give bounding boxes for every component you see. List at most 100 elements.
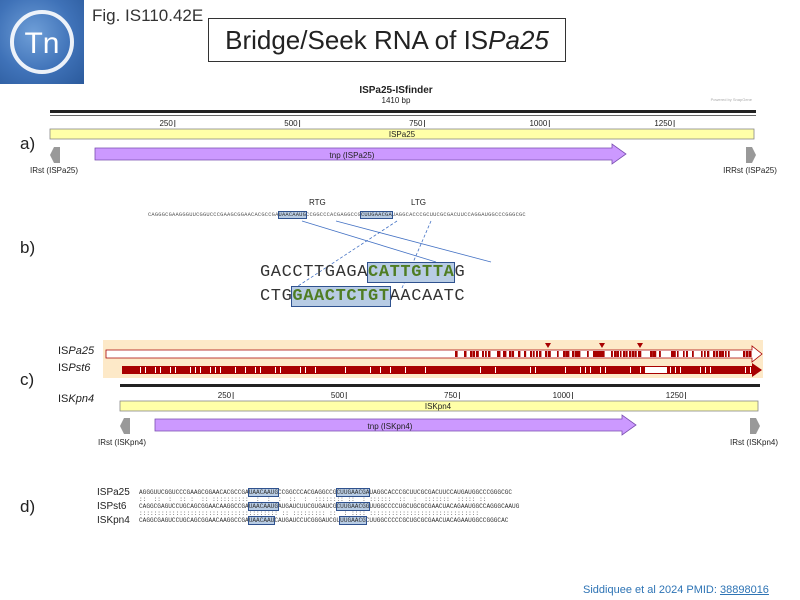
pa25-conservation-block xyxy=(473,351,476,357)
pa25-conservation-block xyxy=(563,351,566,357)
d1-post: UAGGCACCCGCUUCGCGACUUCCAUGAUGGCCCGGGCGC xyxy=(369,489,513,496)
d3-post: CUUGGCCCCCGCUGCGCGAACUACAGAAUGGCCGGGCAC xyxy=(365,517,509,524)
pst6-strand-arrow xyxy=(122,363,762,377)
pa25-conservation-block xyxy=(653,351,657,357)
d-match-line-2: :::::::::::::::::::::::::::::::::::::: :… xyxy=(139,510,480,517)
d-row3-seq: CAGGCGAGUCCUGCAGCGGAACAAGGCCGAUAACAAUCAU… xyxy=(139,516,509,525)
rtg-line-solid-left xyxy=(301,220,437,263)
kpn4-right-ir-label: IRst (ISKpn4) xyxy=(730,438,778,447)
pst6-gap-mark xyxy=(370,367,371,373)
kpn4-left-ir-label: IRst (ISKpn4) xyxy=(98,438,146,447)
pmid-link[interactable]: 38898016 xyxy=(719,584,769,596)
pst6-gap-mark xyxy=(380,367,381,373)
indel-marker-icon xyxy=(637,343,643,348)
panel-c-label: c) xyxy=(20,370,35,389)
kpn4-backbone xyxy=(120,384,760,387)
d3-ltg: UUGAACG xyxy=(339,516,367,525)
pa25-conservation-block xyxy=(566,351,570,357)
tnp-orf-arrow xyxy=(94,143,627,165)
pst6-gap-mark xyxy=(190,367,191,373)
pa25-conservation-block xyxy=(671,351,675,357)
right-ir-label: IRRst (ISPa25) xyxy=(723,166,777,175)
pst6-gap-mark xyxy=(220,367,221,373)
pst6-gap-mark xyxy=(630,367,631,373)
pa25-conservation-block xyxy=(578,351,581,357)
logo-text: Tn xyxy=(24,27,59,60)
pst6-gap-mark xyxy=(160,367,161,373)
pa25-conservation-block xyxy=(596,351,600,357)
panel-d-label: d) xyxy=(20,497,36,516)
top-highlight: CATTGTTA xyxy=(367,262,456,283)
pst6-gap-mark xyxy=(145,367,146,373)
pa25-conservation-block xyxy=(503,351,507,357)
pa25-conservation-block xyxy=(530,351,533,357)
pa25-conservation-block xyxy=(614,351,617,357)
kpn4-plain: IS xyxy=(58,393,69,405)
map-c-tick-label: 750 xyxy=(444,391,458,400)
pst6-gap-mark xyxy=(255,367,256,373)
pst6-gap-mark xyxy=(260,367,261,373)
citation: Siddiquee et al 2024 PMID: 38898016 xyxy=(583,584,769,596)
logo-ring-icon: Tn xyxy=(10,10,74,74)
pa25-conservation-block xyxy=(713,351,716,357)
pst6-gap-mark xyxy=(170,367,171,373)
pst6-gap-mark xyxy=(750,367,751,373)
pst6-gap-mark xyxy=(155,367,156,373)
pa25-conservation-block xyxy=(677,351,679,357)
pst6-gap-mark xyxy=(280,367,281,373)
pa25-conservation-block xyxy=(692,351,694,357)
pst6-gap-mark xyxy=(590,367,591,373)
pa25-conservation-block xyxy=(629,351,632,357)
pst6-gap-mark xyxy=(425,367,426,373)
d-row2-seq: CAGGCGAGUCCUGCAGCGGAACAAGGCCGAUAACAAUGAU… xyxy=(139,502,519,511)
pst6-gap-mark xyxy=(530,367,531,373)
pa25-conservation-block xyxy=(623,351,626,357)
pa25-conservation-block xyxy=(488,351,491,357)
d-row3-label: ISKpn4 xyxy=(97,515,130,526)
element-bar xyxy=(49,128,755,140)
pst6-gap-mark xyxy=(705,367,706,373)
indel-marker-icon xyxy=(545,343,551,348)
bottom-post: AACAATC xyxy=(389,287,466,306)
pa25-conservation-block xyxy=(749,351,752,357)
pa25-conservation-block xyxy=(701,351,703,357)
pst6-gap-mark xyxy=(600,367,601,373)
d3-pre: CAGGCGAGUCCUGCAGCGGAACAAGGCCGA xyxy=(139,517,249,524)
row2-plain: IS xyxy=(58,362,69,374)
element-label: ISPa25 xyxy=(389,130,416,139)
map-a-tick-label: 750 xyxy=(409,119,423,128)
pst6-gap-mark xyxy=(305,367,306,373)
pst6-gap-mark xyxy=(405,367,406,373)
pst6-gap-mark xyxy=(345,367,346,373)
pa25-conservation-block xyxy=(650,351,653,357)
pa25-conservation-block xyxy=(545,351,548,357)
pst6-gap-mark xyxy=(195,367,196,373)
pst6-gap-mark xyxy=(175,367,176,373)
pa25-conservation-block xyxy=(575,351,579,357)
target-top-strand: GACCTTGAGACATTGTTAG xyxy=(260,262,465,283)
left-ir-label: IRst (ISPa25) xyxy=(30,166,78,175)
pst6-gap-mark xyxy=(200,367,201,373)
pst6-gap-mark xyxy=(745,367,746,373)
backbone-line xyxy=(50,110,756,113)
pst6-gap-mark xyxy=(390,367,391,373)
pa25-conservation-block xyxy=(617,351,620,357)
d2-mid: AUGAUCUUCGUGAUCG xyxy=(277,503,337,510)
pa25-conservation-block xyxy=(464,351,467,357)
pst6-gap-mark xyxy=(710,367,711,373)
d1-rtg: UAACAAUG xyxy=(247,488,279,497)
pst6-gap-mark xyxy=(700,367,701,373)
pa25-conservation-block xyxy=(512,351,515,357)
pst6-gap-mark xyxy=(680,367,681,373)
figure-id: Fig. IS110.42E xyxy=(92,6,204,25)
rtg-highlight: UAACAAUG xyxy=(277,211,308,219)
d2-pre: CAGGCGAGUCCUGCAGCGGAACAAGGCCGA xyxy=(139,503,249,510)
pst6-gap-region xyxy=(645,367,667,373)
pa25-conservation-block xyxy=(743,351,746,357)
pa25-strand-arrow xyxy=(105,345,763,363)
seq-post: UAGGCACCCGCUUCGCGACUUCCAGGAUGGCCCGGGCGC xyxy=(391,212,526,218)
ltg-label: LTG xyxy=(411,198,426,207)
bridge-rna-sequence: CAGGGCGAAGGGUUCGGUCCCGAAGCGGAACACGCCGAUA… xyxy=(148,211,526,219)
